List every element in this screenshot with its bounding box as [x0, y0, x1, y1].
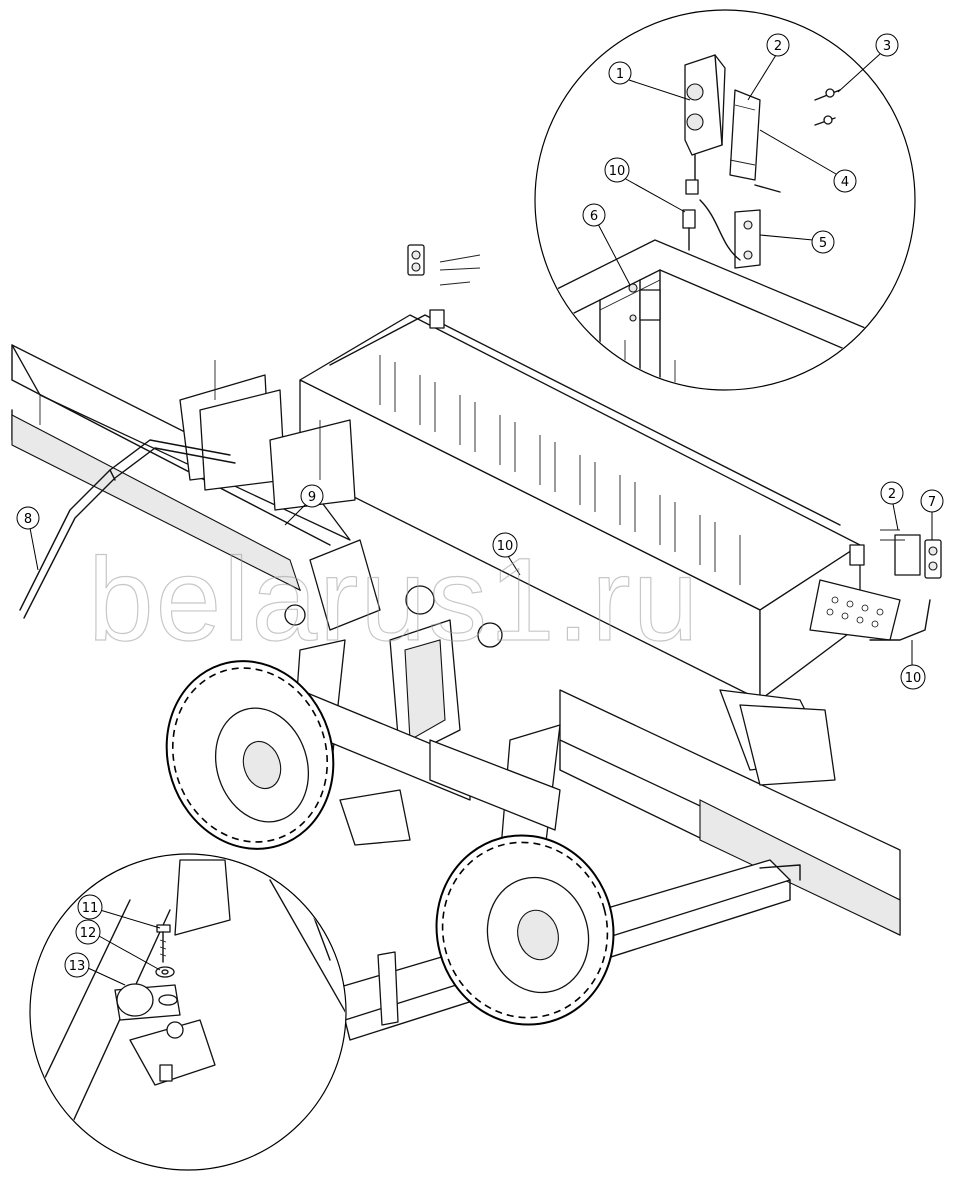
callout-5: 5: [819, 236, 827, 251]
callout-8: 8: [24, 512, 32, 527]
light-assembly-right: [849, 529, 942, 641]
hopper-ribs: [379, 355, 741, 585]
platform-holes: [826, 596, 884, 628]
light-assembly-top: [407, 244, 481, 329]
callout-4: 4: [841, 175, 849, 190]
callout-9: 9: [308, 490, 316, 505]
left-wheel: [165, 660, 335, 850]
callout-1: 1: [616, 67, 624, 82]
callout-2-right: 2: [888, 487, 896, 502]
callout-11: 11: [82, 901, 99, 916]
callout-10-right: 10: [905, 671, 922, 686]
callout-13: 13: [69, 959, 86, 974]
watermark-text: belarus1.ru: [88, 534, 700, 666]
callout-7: 7: [928, 495, 936, 510]
callout-10-top: 10: [609, 164, 626, 179]
callout-2: 2: [774, 39, 782, 54]
detail-circle-fastener: [29, 853, 347, 1171]
callout-12: 12: [80, 926, 97, 941]
right-wheel: [435, 834, 615, 1026]
callouts: 1 2 3 4 5 6 10 8 9 10: [16, 33, 944, 986]
callout-10-middle: 10: [497, 539, 514, 554]
callout-3: 3: [883, 39, 891, 54]
callout-6: 6: [590, 209, 598, 224]
